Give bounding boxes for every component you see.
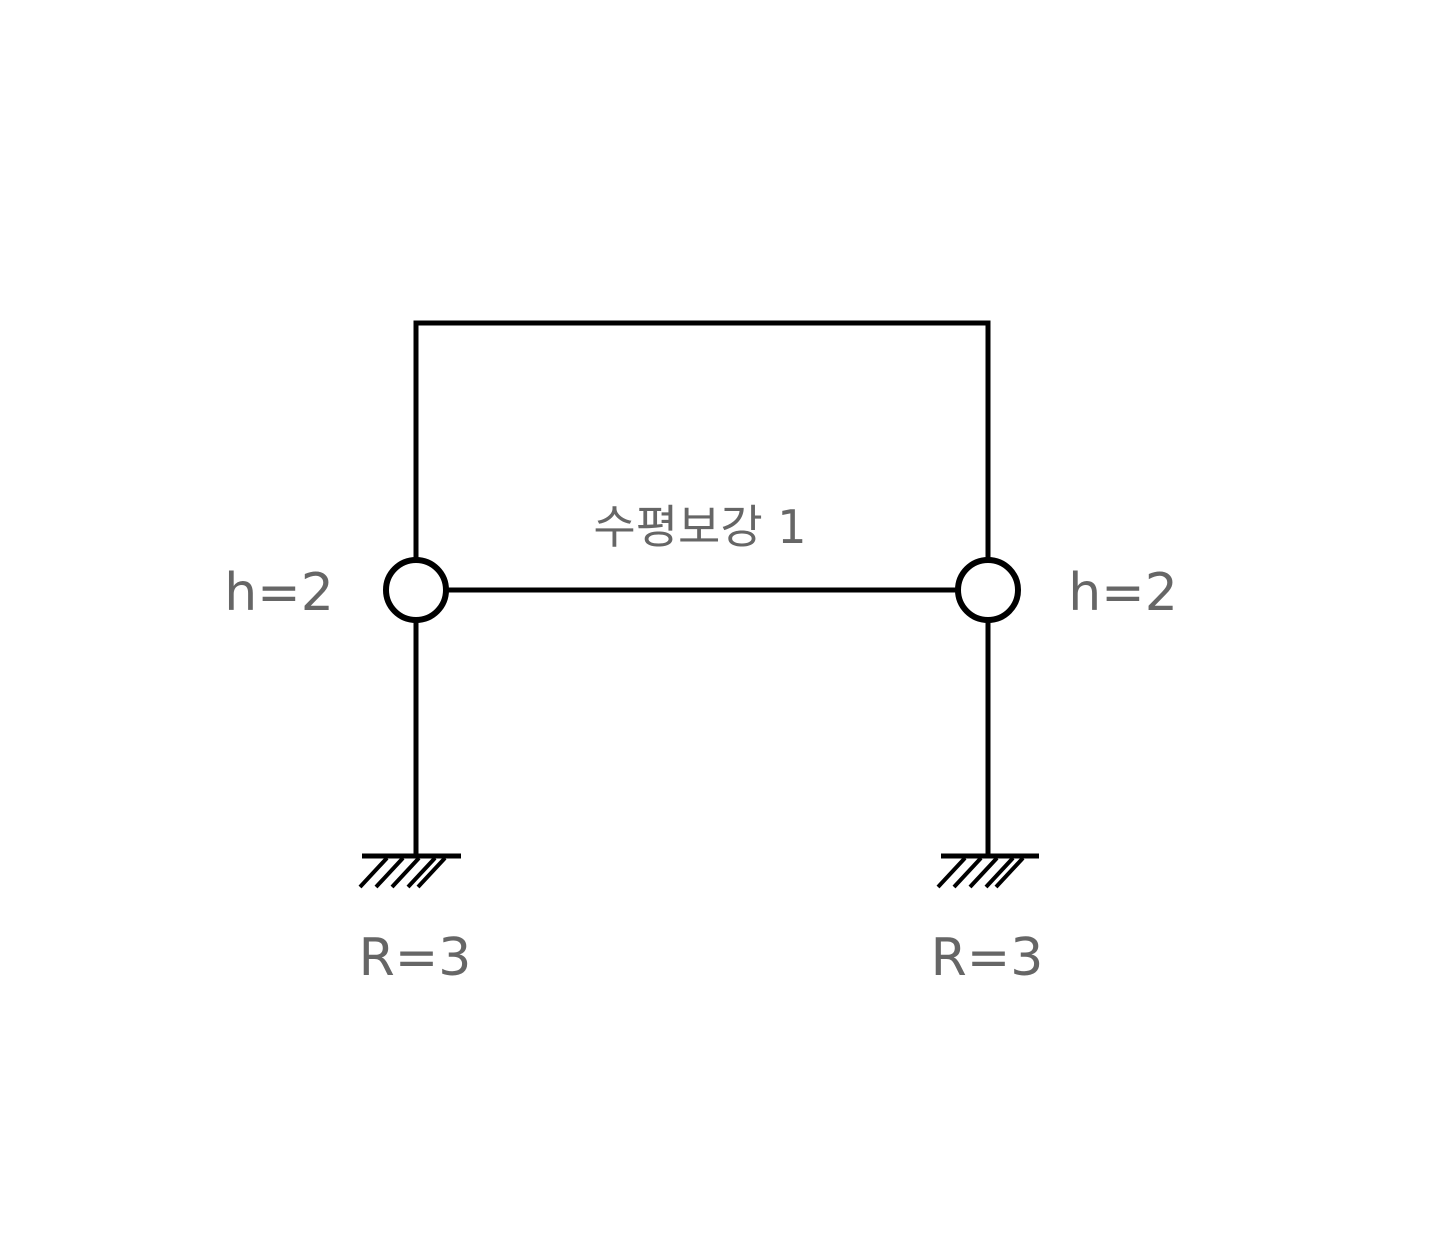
left-fixed-support-icon [358, 853, 461, 889]
left-hinge-icon [383, 557, 449, 623]
brace-label: 수평보강 1 [593, 500, 806, 554]
right-hinge-label: h=2 [1068, 563, 1178, 623]
right-fixed-support-icon [936, 853, 1039, 889]
right-support-label: R=3 [931, 928, 1044, 988]
left-support-label: R=3 [359, 928, 472, 988]
left-hinge-label: h=2 [224, 563, 334, 623]
right-hinge-icon [955, 557, 1021, 623]
